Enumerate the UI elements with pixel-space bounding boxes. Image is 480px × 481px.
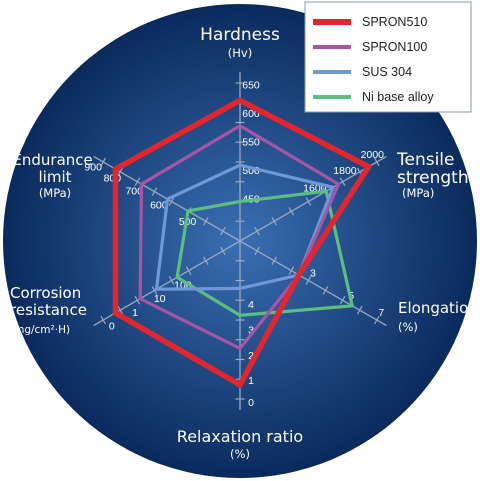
axis-title-corrosion-resistance-unit: (mg/cm²·H) [10,324,70,336]
axis-line-elongation [239,240,387,327]
axis-title-hardness-name: Hardness [200,25,280,45]
axis-title-tensile-strength-line1: Tensile [396,150,455,170]
tick-label-tensile-strength: 2000 [361,149,385,161]
axis-tick-elongation [271,256,277,265]
legend-item-sus304: SUS 304 [313,65,412,79]
tick-label-endurance-limit: 800 [104,173,122,185]
axis-title-endurance-limit-unit: (MPa) [39,186,71,200]
axis-title-endurance-limit: Endurance limit (MPa) [12,151,97,200]
axis-tick-tensile-strength [288,207,295,216]
axis-title-tensile-strength: Tensile strength (MPa) [396,150,469,200]
tick-label-corrosion-resistance: 0 [109,320,115,332]
axis-tick-elongation [322,286,329,295]
axis-title-tensile-strength-name: Tensile strength [396,150,469,188]
legend: SPRON510 SPRON100 SUS 304 Ni base alloy [304,1,472,113]
axis-line-tensile-strength [239,155,387,242]
axis-title-tensile-strength-unit: (MPa) [402,186,434,200]
tick-label-endurance-limit: 600 [150,200,168,212]
axis-tick-corrosion-resistance [185,266,192,275]
series-spron510 [112,97,373,389]
tick-label-relaxation-ratio: 0 [248,397,254,409]
axis-tick-elongation [288,266,295,275]
axis-tick-endurance-limit [117,167,124,177]
axis-tick-corrosion-resistance [168,276,175,285]
axis-title-elongation-unit: (%) [398,320,418,334]
tick-label-hardness: 650 [242,80,260,92]
tick-label-elongation: 7 [378,307,384,319]
axis-title-relaxation-ratio: Relaxation ratio (%) [177,427,303,461]
axis-tick-tensile-strength [374,157,380,167]
legend-item-ni-base-alloy: Ni base alloy [313,90,434,104]
axis-title-hardness: Hardness (Hv) [200,25,280,60]
axis-title-endurance-limit-name: Endurance limit [12,151,97,186]
axis-title-hardness-unit: (Hv) [228,46,252,60]
axis-tick-elongation [339,296,346,305]
axis-tick-tensile-strength [305,197,312,206]
axis-tick-elongation [305,276,312,285]
axis-tick-tensile-strength [339,177,346,186]
tick-label-corrosion-resistance: 1 [132,307,138,319]
axis-tick-tensile-strength [271,217,277,226]
axis-tick-elongation [254,246,260,256]
tick-label-elongation: 3 [310,268,316,280]
legend-label-spron100: SPRON100 [362,40,427,54]
series-spron100 [138,123,341,351]
series-sus-304 [154,163,336,291]
axis-tick-endurance-limit [203,217,209,226]
axis-tick-corrosion-resistance [220,246,226,256]
tick-label-hardness: 550 [242,136,260,148]
tick-label-relaxation-ratio: 3 [248,324,254,336]
axis-tick-elongation [374,315,380,325]
tick-label-endurance-limit: 900 [84,162,102,174]
axis-tick-tensile-strength [254,226,260,236]
axis-title-corrosion-resistance: Corrosion resistance (mg/cm²·H) [10,284,87,336]
axis-title-elongation-name: Elongation [398,299,478,317]
axis-tick-corrosion-resistance [100,315,106,325]
axis-tick-endurance-limit [100,157,106,167]
tick-label-relaxation-ratio: 4 [248,299,254,311]
tick-label-relaxation-ratio: 1 [248,375,254,387]
axis-tick-endurance-limit [134,177,141,186]
legend-item-spron100: SPRON100 [313,40,427,54]
series-ni-base-alloy [175,189,355,317]
axis-title-corrosion-resistance-line2: resistance [10,301,87,319]
axis-title-endurance-limit-line2: limit [39,168,72,186]
tick-label-endurance-limit: 700 [125,185,143,197]
legend-label-spron510: SPRON510 [362,15,427,29]
legend-label-sus304: SUS 304 [362,65,412,79]
tick-label-relaxation-ratio: 2 [248,350,254,362]
axis-title-relaxation-ratio-name: Relaxation ratio [177,427,303,446]
radar-series [112,97,373,389]
legend-label-ni-base-alloy: Ni base alloy [362,90,434,104]
axis-title-corrosion-resistance-name: Corrosion resistance [10,284,87,319]
axis-tick-corrosion-resistance [203,256,209,265]
axis-title-tensile-strength-line2: strength [397,168,469,188]
axis-title-corrosion-resistance-line1: Corrosion [10,284,81,302]
axis-tick-corrosion-resistance [117,305,124,315]
tick-label-tensile-strength: 1800 [333,165,357,177]
axis-tick-elongation [356,305,363,315]
axis-title-endurance-limit-line1: Endurance [12,151,92,169]
axis-tick-endurance-limit [151,187,158,196]
axis-tick-endurance-limit [220,226,226,236]
axis-tick-corrosion-resistance [134,296,141,305]
axis-tick-endurance-limit [168,197,175,206]
tick-label-corrosion-resistance: 10 [154,293,166,305]
axis-tick-corrosion-resistance [151,286,158,295]
axis-title-elongation: Elongation (%) [398,299,478,334]
axis-title-relaxation-ratio-unit: (%) [230,447,250,461]
legend-item-spron510: SPRON510 [313,15,427,29]
